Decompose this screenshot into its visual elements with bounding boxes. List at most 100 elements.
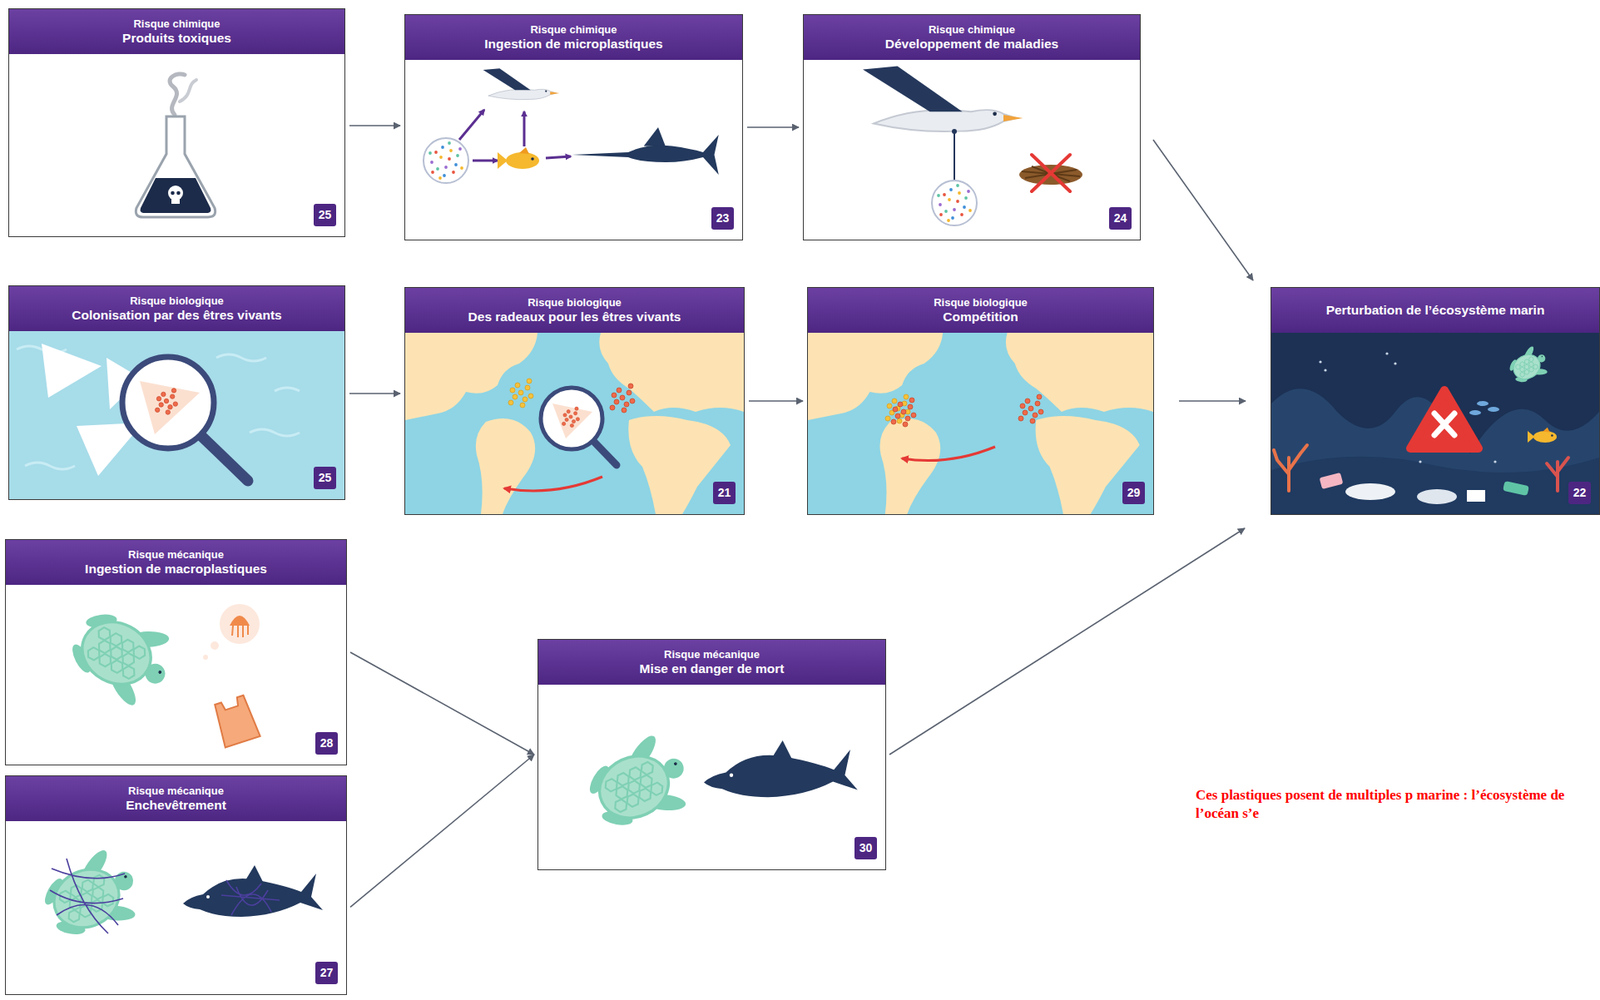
ecosystem-scene-part [1271, 332, 1600, 515]
rafts-map-part [562, 406, 580, 427]
card-header: Risque chimiqueDéveloppement de maladies [803, 14, 1140, 60]
ecosystem-scene-part [1469, 410, 1482, 416]
microplastic-food-chain [423, 68, 719, 184]
risk-card: Risque chimiqueIngestion de microplastiq… [404, 14, 744, 241]
card-number: 22 [1568, 481, 1591, 505]
risk-category: Risque biologique [129, 294, 224, 308]
danger-illustration [574, 724, 858, 847]
rafts-map-part [594, 441, 617, 466]
risk-card: Risque mécaniqueIngestion de macroplasti… [4, 539, 347, 766]
competition-map-part [885, 394, 1044, 461]
ecosystem-scene-part [1502, 480, 1530, 496]
disease-illustration-part [931, 180, 977, 226]
toxic-flask-illustration-part [135, 116, 215, 218]
card-title: Ingestion de macroplastiques [84, 561, 268, 578]
macroplastic-illustration-part [219, 604, 260, 644]
disease-illustration-part [1019, 164, 1083, 185]
ecosystem-scene-part [1271, 456, 1600, 515]
rafts-map-part [540, 387, 603, 450]
ecosystem-scene-part [1345, 483, 1396, 501]
competition-map-part-part [885, 394, 911, 424]
card-number: 24 [1109, 207, 1132, 230]
macroplastic-illustration-part [229, 615, 250, 626]
card-header: Risque chimiqueProduits toxiques [9, 9, 345, 55]
rafts-map-part [405, 332, 744, 515]
risk-card: Risque mécaniqueMise en danger de mort 30 [537, 639, 887, 871]
ecosystem-scene-part [1546, 457, 1569, 491]
disease-illustration-part [1021, 166, 1080, 182]
macroplastic-illustration [56, 593, 261, 748]
toxic-flask-illustration [135, 74, 215, 218]
flow-arrow [350, 754, 535, 907]
risk-category: Risque chimique [928, 23, 1016, 37]
flow-arrow [349, 124, 401, 127]
card-number: 23 [711, 207, 734, 230]
macroplastic-illustration-part [211, 694, 260, 748]
card-number: 28 [315, 732, 338, 755]
ecosystem-scene-part [1319, 472, 1344, 490]
disease-illustration-part [1031, 154, 1070, 192]
rafts-map-part [504, 476, 603, 491]
card-title: Développement de maladies [885, 36, 1059, 53]
flow-arrow [1178, 400, 1246, 402]
macroplastic-illustration-part [232, 625, 248, 638]
microplastic-food-chain-part [545, 156, 571, 159]
ecosystem-scene-part [1323, 368, 1327, 372]
ecosystem-scene-part [1487, 406, 1500, 412]
ecosystem-scene-part [1434, 413, 1455, 436]
entanglement-illustration-part [30, 839, 150, 955]
risk-category: Risque biologique [527, 296, 622, 310]
colonisation-illustration-part [41, 343, 102, 398]
danger-illustration-part [703, 740, 858, 798]
card-header: Risque biologiqueCompétition [807, 287, 1154, 333]
disease-illustration-part [862, 66, 1023, 132]
ecosystem-scene-part [1493, 460, 1496, 463]
card-number: 25 [313, 203, 337, 227]
competition-map-part-part [1018, 394, 1044, 424]
disease-illustration-part [1031, 154, 1070, 192]
colonisation-illustration-part [76, 422, 144, 476]
toxic-flask-illustration-part [171, 198, 180, 204]
ecosystem-scene [1271, 332, 1600, 515]
risk-card: Risque biologiqueCompétition 29 [807, 287, 1155, 516]
card-number: 29 [1122, 481, 1145, 505]
colonisation-illustration-part [9, 331, 345, 500]
flow-arrow [1153, 139, 1254, 281]
card-number: 25 [313, 466, 337, 490]
card-title: Ingestion de microplastiques [484, 36, 663, 53]
risk-card: Risque biologiqueDes radeaux pour les êt… [404, 287, 745, 516]
card-title: Produits toxiques [122, 30, 232, 47]
colonisation-illustration-part [16, 346, 300, 470]
macroplastic-illustration-part [210, 641, 219, 650]
microplastic-food-chain-part [472, 159, 498, 163]
card-header: Risque mécaniqueEnchevêtrement [5, 776, 347, 822]
ecosystem-scene-part [1393, 361, 1397, 365]
card-header: Risque mécaniqueMise en danger de mort [538, 639, 886, 685]
card-header: Risque biologiqueColonisation par des êt… [9, 286, 345, 332]
colonisation-illustration-part [139, 381, 200, 435]
card-header: Risque chimiqueIngestion de microplastiq… [405, 14, 743, 60]
ecosystem-scene-part [1527, 427, 1557, 443]
toxic-flask-illustration-part [179, 79, 197, 102]
card-title: Mise en danger de mort [639, 661, 785, 678]
rafts-map-part [552, 403, 593, 439]
connector-group [349, 125, 1254, 907]
flow-arrow [889, 528, 1245, 755]
ecosystem-scene-part [1434, 413, 1455, 436]
rafts-map-part [508, 378, 534, 408]
colonisation-illustration-part [122, 356, 214, 449]
toxic-flask-illustration-part [176, 191, 181, 196]
risk-category: Risque biologique [933, 296, 1028, 310]
competition-map-part-part [901, 446, 996, 461]
macroplastic-illustration-part [56, 593, 185, 718]
red-note: Ces plastiques posent de multiples p mar… [1195, 786, 1587, 823]
card-title: Enchevêtrement [125, 797, 227, 814]
card-title: Compétition [942, 309, 1018, 326]
risk-category: Risque chimique [530, 23, 617, 37]
flow-arrow [747, 126, 799, 129]
card-number: 27 [315, 961, 338, 985]
card-number: 30 [854, 837, 877, 860]
